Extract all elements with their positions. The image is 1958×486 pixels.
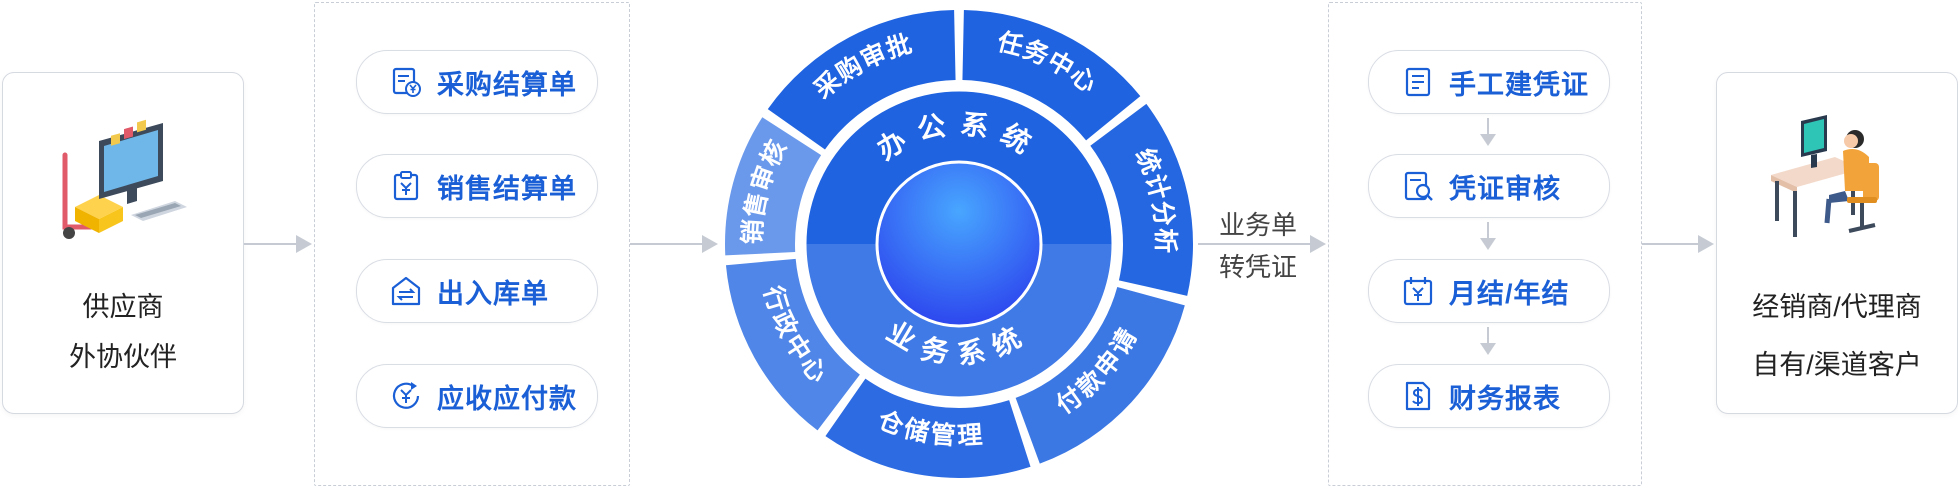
step-manual-voucher: 手工建凭证 xyxy=(1368,50,1610,114)
input-doc-purchase-settlement: 采购结算单 xyxy=(356,50,598,114)
supplier-card: 供应商 外协伙伴 xyxy=(2,72,244,414)
step-label: 手工建凭证 xyxy=(1449,69,1589,100)
input-doc-stock-in-out: 出入库单 xyxy=(356,259,598,323)
wheel-segment xyxy=(767,10,956,150)
step-label: 月结/年结 xyxy=(1449,278,1570,309)
input-doc-label: 采购结算单 xyxy=(437,69,577,100)
transfer-line2: 转凭证 xyxy=(1218,252,1297,282)
supplier-line2: 外协伙伴 xyxy=(69,342,177,372)
step-arrow-1 xyxy=(1480,118,1496,146)
flow-arrow-3 xyxy=(1198,235,1326,253)
flow-arrow-1 xyxy=(244,235,312,253)
customer-line1: 经销商/代理商 xyxy=(1752,292,1922,322)
report-dollar-icon xyxy=(1401,379,1435,413)
invoice-yen-icon xyxy=(389,65,423,99)
wheel-segment xyxy=(725,258,860,431)
wheel-segment xyxy=(1015,286,1185,464)
document-lines-icon xyxy=(1401,65,1435,99)
flow-arrow-2 xyxy=(630,235,718,253)
step-arrow-2 xyxy=(1480,222,1496,250)
input-doc-label: 应收应付款 xyxy=(437,383,577,414)
customer-card: 经销商/代理商 自有/渠道客户 xyxy=(1716,72,1958,414)
transfer-line1: 业务单 xyxy=(1218,210,1297,240)
step-label: 凭证审核 xyxy=(1449,173,1561,204)
calendar-yen-icon xyxy=(1401,274,1435,308)
yen-cycle-icon xyxy=(389,379,423,413)
step-voucher-review: 凭证审核 xyxy=(1368,154,1610,218)
wheel-segment xyxy=(1090,103,1193,296)
core-circle xyxy=(875,160,1043,328)
customer-line2: 自有/渠道客户 xyxy=(1752,350,1922,380)
transfer-text: 业务单 转凭证 xyxy=(1208,204,1308,288)
customer-illustration xyxy=(1771,115,1879,237)
supplier-illustration xyxy=(62,119,187,239)
supplier-line1: 供应商 xyxy=(82,292,164,322)
input-doc-label: 出入库单 xyxy=(437,278,549,309)
wheel-segment xyxy=(725,117,822,256)
step-arrow-3 xyxy=(1480,327,1496,355)
clipboard-yen-icon xyxy=(389,169,423,203)
document-search-icon xyxy=(1401,169,1435,203)
system-wheel: 办公系统 业务系统 采购审批任务中心统计分析付款申请仓储管理行政中心销售审核 xyxy=(725,10,1193,478)
step-period-close: 月结/年结 xyxy=(1368,259,1610,323)
input-doc-receivables-payables: 应收应付款 xyxy=(356,364,598,428)
step-label: 财务报表 xyxy=(1449,383,1561,414)
input-doc-label: 销售结算单 xyxy=(437,173,577,204)
input-doc-sales-settlement: 销售结算单 xyxy=(356,154,598,218)
wheel-segment xyxy=(825,378,1031,478)
step-financial-reports: 财务报表 xyxy=(1368,364,1610,428)
warehouse-exchange-icon xyxy=(389,274,423,308)
flow-arrow-4 xyxy=(1642,235,1714,253)
wheel-segment xyxy=(962,10,1141,141)
